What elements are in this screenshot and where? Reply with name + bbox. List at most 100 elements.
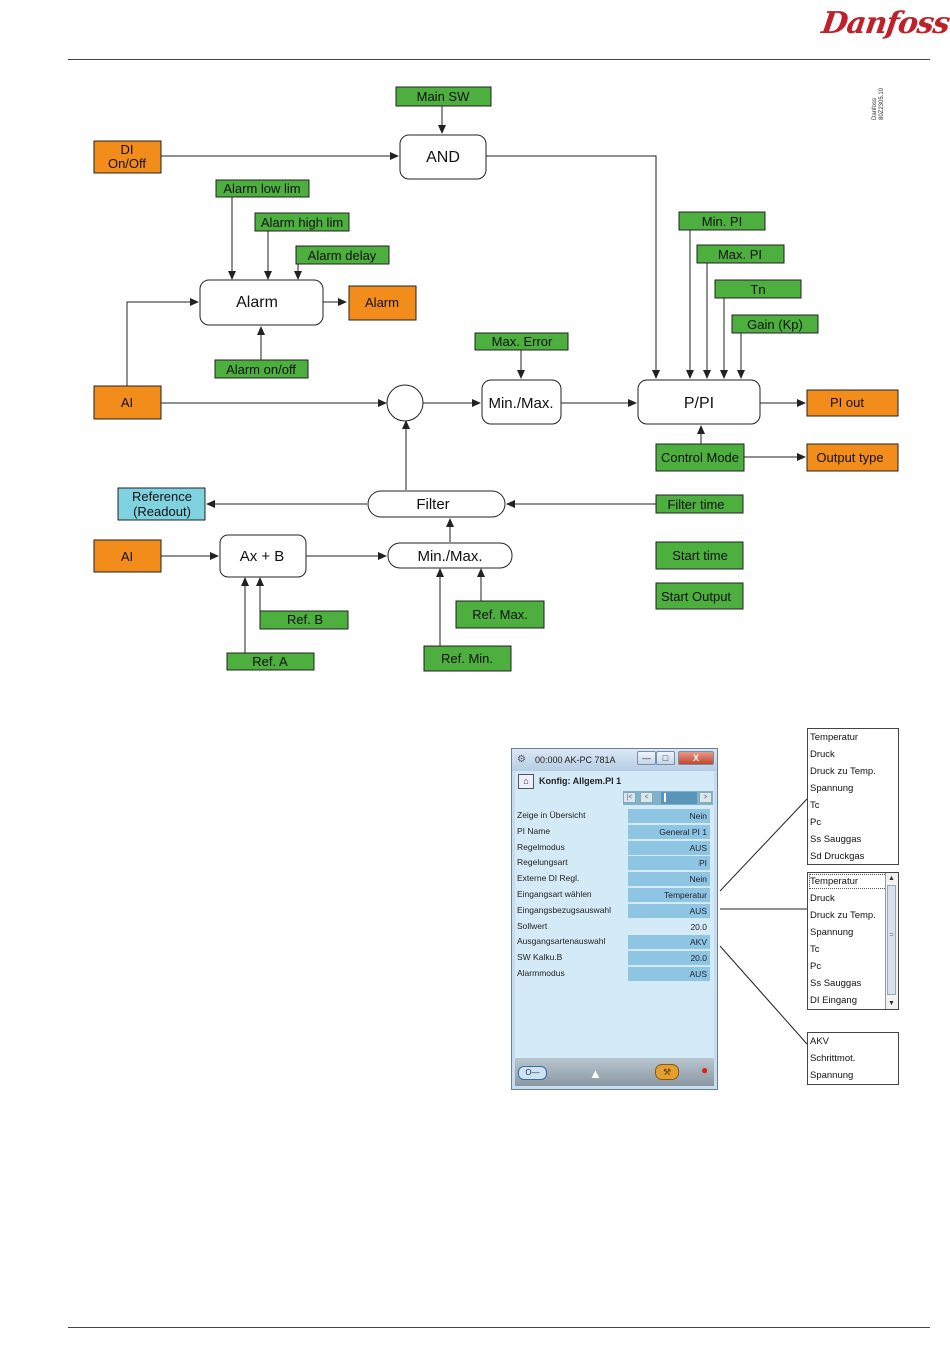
maximize-button[interactable]: □: [656, 751, 675, 765]
and-label: AND: [426, 149, 460, 166]
setting-value[interactable]: 20.0: [628, 951, 710, 966]
alarm-bell-icon[interactable]: ●: [701, 1063, 709, 1077]
setting-label: Eingangsbezugsauswahl: [517, 904, 612, 915]
ref-b-label: Ref. B: [287, 612, 323, 627]
option-item[interactable]: Schrittmot.: [810, 1053, 856, 1064]
config-header: ⌂ Konfig: Allgem.PI 1: [515, 771, 714, 791]
ref-a-label: Ref. A: [252, 654, 288, 669]
scroll-down-icon[interactable]: ▼: [888, 1000, 895, 1007]
setting-value[interactable]: Nein: [628, 872, 710, 887]
start-output-label: Start Output: [661, 589, 731, 604]
output-type-label: Output type: [816, 450, 883, 465]
minimize-button[interactable]: —: [637, 751, 656, 765]
scroll-thumb[interactable]: =: [887, 885, 896, 995]
close-button[interactable]: X: [678, 751, 714, 765]
option-item[interactable]: AKV: [810, 1036, 830, 1047]
ppi-block: [637, 379, 761, 425]
alarm-block: [199, 279, 324, 326]
settings-row[interactable]: Regelungsart PI: [515, 855, 710, 871]
summing-junction: [386, 384, 424, 422]
first-record-icon[interactable]: |<: [623, 792, 636, 803]
window-titlebar: ⚙ 00:000 AK-PC 781A — □ X: [512, 749, 717, 771]
option-item[interactable]: Spannung: [810, 1070, 854, 1081]
setting-value[interactable]: AUS: [628, 903, 710, 918]
list-scrollbar[interactable]: ▲ = ▼: [885, 873, 898, 1009]
start-time-label: Start time: [672, 548, 728, 563]
settings-row[interactable]: Externe DI Regl.Nein: [515, 871, 710, 887]
window-content: ⌂ Konfig: Allgem.PI 1 |< < > Zeige in Üb…: [515, 771, 714, 1086]
di-label-1: DI: [121, 142, 134, 157]
settings-row[interactable]: Eingangsbezugsauswahl AUS: [515, 903, 710, 919]
and-block: [399, 134, 487, 180]
setting-value[interactable]: AUS: [628, 840, 710, 855]
reference-label-2: (Readout): [133, 504, 191, 519]
settings-row[interactable]: SW Kalku.B 20.0: [515, 950, 710, 966]
option-item[interactable]: Sd Druckgas: [810, 851, 865, 862]
setting-label: SW Kalku.B: [517, 952, 563, 963]
scroll-up-icon[interactable]: ▲: [888, 875, 895, 882]
setting-label: Regelungsart: [517, 857, 568, 868]
alarm-delay-label: Alarm delay: [308, 248, 377, 263]
alarm-high-lim-label: Alarm high lim: [261, 215, 343, 230]
minmax-block-1: [481, 379, 562, 425]
setting-value[interactable]: PI: [628, 856, 710, 871]
option-item[interactable]: Temperatur: [808, 873, 898, 890]
ref-b-box: [259, 610, 349, 630]
option-item[interactable]: DI Eingang: [810, 995, 858, 1006]
output-type-box: [806, 443, 899, 472]
option-item[interactable]: Ss Sauggas: [810, 834, 862, 845]
option-item[interactable]: Tc: [810, 800, 820, 811]
max-error-label: Max. Error: [492, 334, 553, 349]
ref-max-label: Ref. Max.: [472, 607, 528, 622]
alarm-output-box: [348, 285, 417, 321]
wrench-icon: ⚙: [517, 754, 526, 765]
setting-label: Zeige in Übersicht: [517, 810, 586, 820]
option-item[interactable]: Druck: [810, 749, 835, 760]
next-record-icon[interactable]: >: [699, 792, 712, 803]
option-item[interactable]: Ss Sauggas: [810, 978, 862, 989]
service-tool-icon[interactable]: ⚒: [655, 1064, 679, 1080]
key-icon[interactable]: O—: [518, 1066, 547, 1080]
option-item[interactable]: Temperatur: [810, 732, 859, 743]
pi-out-box: [806, 389, 899, 417]
setting-value[interactable]: General PI 1: [628, 824, 710, 839]
alarm-high-lim-box: [254, 212, 350, 232]
filter-time-label: Filter time: [667, 497, 724, 512]
option-item[interactable]: Pc: [810, 961, 822, 972]
option-item[interactable]: Spannung: [810, 783, 854, 794]
prev-record-icon[interactable]: <: [640, 792, 653, 803]
setting-value[interactable]: AKV: [628, 935, 710, 950]
option-item[interactable]: Druck: [810, 893, 835, 904]
setting-value[interactable]: Nein: [628, 809, 710, 823]
ai-label-2: AI: [121, 549, 133, 564]
setting-value[interactable]: Temperatur: [628, 887, 710, 902]
option-item[interactable]: Tc: [810, 944, 820, 955]
setting-value[interactable]: 20.0: [690, 921, 707, 932]
option-item[interactable]: Spannung: [810, 927, 854, 938]
home-icon[interactable]: ⌂: [518, 773, 534, 789]
alarm-onoff-box: [214, 359, 309, 379]
option-item[interactable]: Pc: [810, 817, 822, 828]
min-pi-label: Min. PI: [702, 214, 742, 229]
text-cursor: [664, 793, 666, 802]
ref-min-label: Ref. Min.: [441, 651, 493, 666]
alarm-block-label: Alarm: [236, 294, 278, 311]
ai-label-1: AI: [121, 395, 133, 410]
settings-row[interactable]: Zeige in Übersicht Nein: [515, 808, 710, 824]
alarm-low-lim-box: [215, 179, 310, 198]
record-position-field[interactable]: [661, 792, 697, 804]
option-item[interactable]: Druck zu Temp.: [810, 766, 876, 777]
alarm-output-label: Alarm: [365, 295, 399, 310]
setting-value[interactable]: AUS: [628, 966, 710, 981]
min-pi-box: [678, 211, 766, 231]
option-item[interactable]: Druck zu Temp.: [810, 910, 876, 921]
alarm-delay-box: [295, 245, 390, 265]
window-title: 00:000 AK-PC 781A: [535, 755, 616, 765]
filter-label: Filter: [416, 496, 449, 513]
